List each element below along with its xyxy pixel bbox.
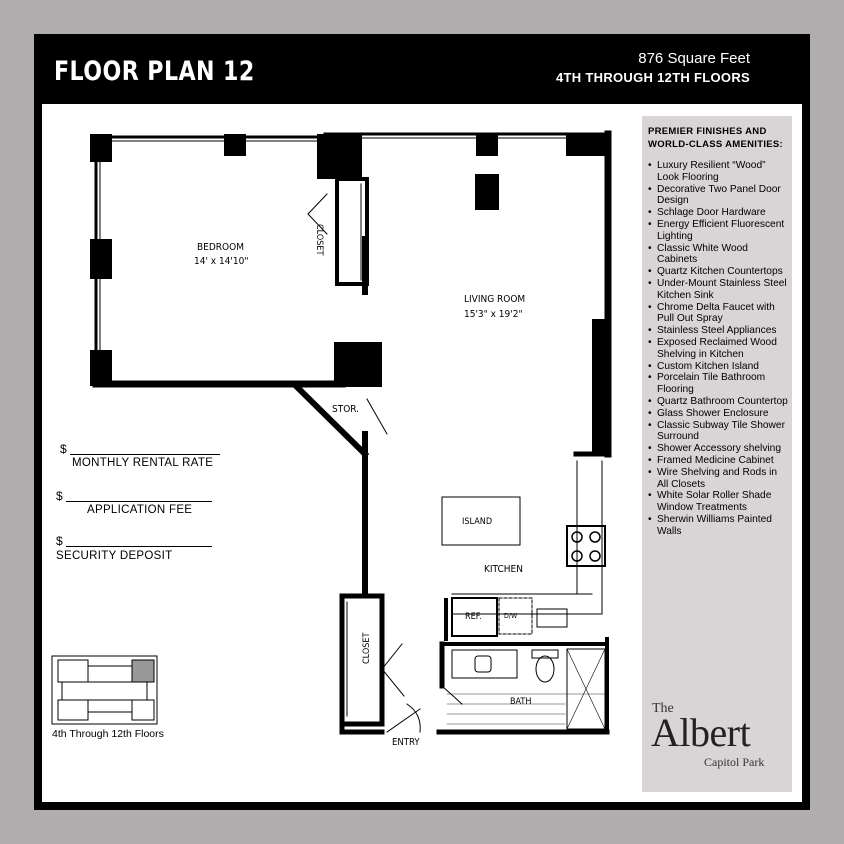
amenity-item: Stainless Steel Appliances: [648, 325, 790, 337]
amenity-item: Chrome Delta Faucet with Pull Out Spray: [648, 302, 790, 326]
top-closet-label: CLOSET: [314, 224, 324, 256]
key-map-caption: 4th Through 12th Floors: [52, 728, 164, 740]
ref-label: REF.: [465, 612, 482, 622]
bottom-closet-label: CLOSET: [362, 632, 372, 664]
amenity-item: Classic White Wood Cabinets: [648, 243, 790, 267]
logo-the: The: [652, 701, 674, 716]
square-footage: 876 Square Feet: [638, 50, 750, 67]
amenity-item: Classic Subway Tile Shower Surround: [648, 420, 790, 444]
security-deposit-dollar: $: [56, 534, 63, 548]
logo-tagline: Capitol Park: [704, 755, 765, 769]
amenity-item: Glass Shower Enclosure: [648, 408, 790, 420]
floor-plan-drawing: [51, 130, 612, 735]
page-title: FLOOR PLAN 12: [54, 56, 255, 87]
amenity-item: Wire Shelving and Rods in All Closets: [648, 467, 790, 491]
amenity-item: Framed Medicine Cabinet: [648, 455, 790, 467]
amenity-item: Energy Efficient Fluorescent Lighting: [648, 219, 790, 243]
dw-label: D/W: [504, 612, 518, 620]
application-fee-line: [66, 489, 212, 502]
amenity-item: Exposed Reclaimed Wood Shelving in Kitch…: [648, 337, 790, 361]
amenity-item: Luxury Resilient “Wood” Look Flooring: [648, 160, 790, 184]
security-deposit-line: [66, 534, 212, 547]
content-area: BEDROOM 14' x 14'10" LIVING ROOM 15'3" x…: [42, 104, 802, 802]
monthly-rate-line: [70, 442, 220, 455]
amenities-panel: PREMIER FINISHES AND WORLD-CLASS AMENITI…: [642, 116, 792, 792]
key-map: [51, 655, 158, 725]
logo-name: Albert: [651, 710, 751, 755]
amenity-item: Quartz Bathroom Countertop: [648, 396, 790, 408]
amenity-item: Quartz Kitchen Countertops: [648, 266, 790, 278]
island-label: ISLAND: [462, 517, 493, 527]
bedroom-dimensions: 14' x 14'10": [194, 256, 249, 267]
amenity-item: Under-Mount Stainless Steel Kitchen Sink: [648, 278, 790, 302]
security-deposit-label: SECURITY DEPOSIT: [56, 550, 173, 562]
floor-range: 4TH THROUGH 12TH FLOORS: [556, 70, 750, 85]
living-room-label: LIVING ROOM: [464, 294, 526, 305]
application-fee-dollar: $: [56, 489, 63, 503]
monthly-rate-label: MONTHLY RENTAL RATE: [72, 457, 214, 469]
kitchen-label: KITCHEN: [484, 564, 523, 575]
entry-label: ENTRY: [392, 737, 420, 748]
monthly-rate-dollar: $: [60, 442, 67, 456]
amenities-heading: PREMIER FINISHES AND WORLD-CLASS AMENITI…: [648, 126, 784, 150]
amenity-item: Schlage Door Hardware: [648, 207, 790, 219]
amenity-item: Custom Kitchen Island: [648, 361, 790, 373]
bedroom-label: BEDROOM: [197, 242, 244, 253]
amenity-item: White Solar Roller Shade Window Treatmen…: [648, 490, 790, 514]
bath-label: BATH: [510, 697, 532, 707]
application-fee-label: APPLICATION FEE: [87, 504, 193, 516]
amenity-item: Sherwin Williams Painted Walls: [648, 514, 790, 538]
amenity-item: Decorative Two Panel Door Design: [648, 184, 790, 208]
storage-label: STOR.: [332, 404, 360, 415]
amenity-item: Porcelain Tile Bathroom Flooring: [648, 372, 790, 396]
amenity-item: Shower Accessory shelving: [648, 443, 790, 455]
amenities-list: Luxury Resilient “Wood” Look Flooring De…: [648, 160, 790, 538]
floor-plan-sheet: FLOOR PLAN 12 876 Square Feet 4TH THROUG…: [34, 34, 810, 810]
living-room-dimensions: 15'3" x 19'2": [464, 309, 523, 320]
